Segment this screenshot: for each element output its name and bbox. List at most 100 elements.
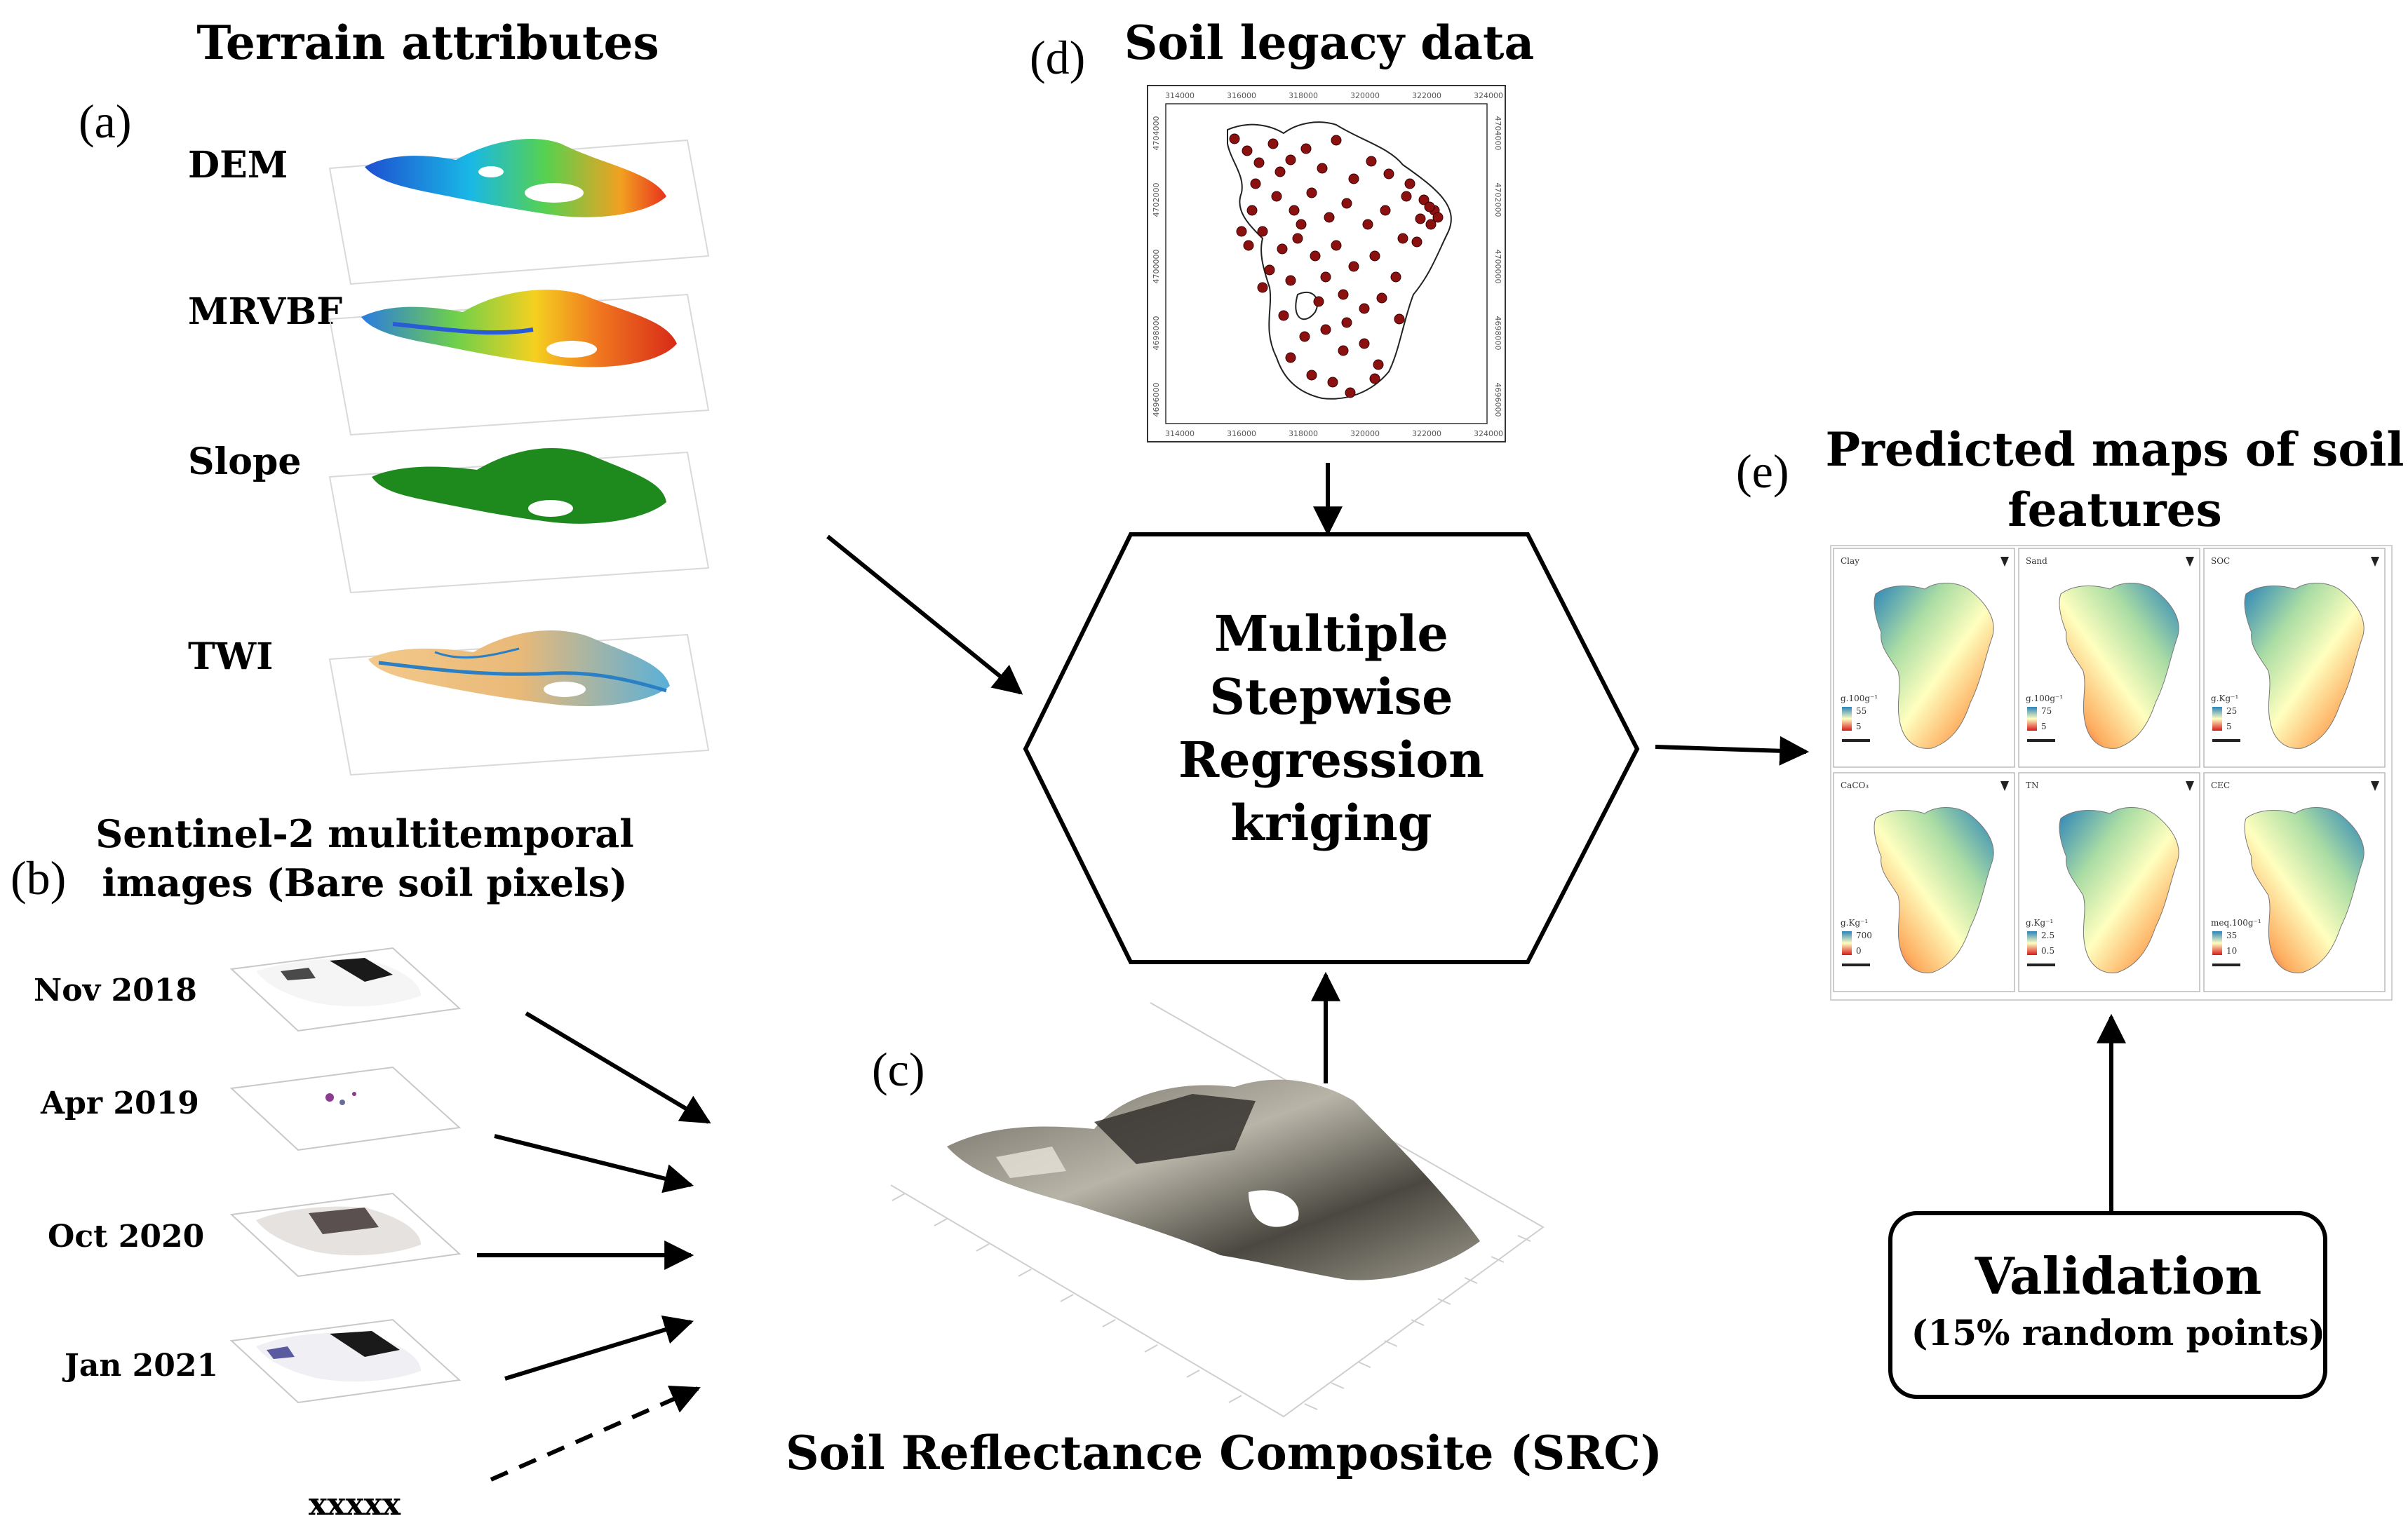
legacy-x-tick-top: 314000 bbox=[1165, 91, 1195, 100]
sample-point bbox=[1250, 178, 1261, 189]
sentinel-title-line1: Sentinel-2 multitemporal bbox=[95, 811, 634, 856]
panel-letter-d: (d) bbox=[1030, 31, 1085, 84]
legacy-x-tick-bottom: 314000 bbox=[1165, 429, 1195, 438]
model-hexagon-shape bbox=[1023, 532, 1640, 964]
legacy-x-tick-top: 320000 bbox=[1350, 91, 1380, 100]
predicted-maps-grid: Clayg.100g⁻¹555Sandg.100g⁻¹755SOCg.Kg⁻¹2… bbox=[1833, 548, 2386, 992]
validation-subtitle: (15% random points) bbox=[1911, 1312, 2325, 1353]
legacy-y-tick-left: 4702000 bbox=[1152, 183, 1161, 217]
sample-point bbox=[1359, 338, 1370, 349]
predicted-panel: Predicted maps of soil features (e) Clay… bbox=[1736, 422, 2404, 1213]
legacy-y-tick-right: 4696000 bbox=[1493, 383, 1502, 417]
scale-bar bbox=[2212, 964, 2240, 966]
src-axis-tick bbox=[1102, 1319, 1116, 1327]
sample-point bbox=[1345, 387, 1356, 398]
legacy-x-tick-bottom: 324000 bbox=[1474, 429, 1503, 438]
sample-point bbox=[1310, 250, 1321, 262]
src-axis-tick bbox=[1464, 1277, 1478, 1284]
predicted-map-legend-low: 5 bbox=[2041, 722, 2047, 731]
panel-letter-a: (a) bbox=[79, 95, 131, 148]
predicted-map-name: CaCO₃ bbox=[1841, 780, 1869, 790]
predicted-map-unit: g.Kg⁻¹ bbox=[2211, 694, 2238, 703]
scale-bar bbox=[1842, 964, 1870, 966]
predicted-title-line2: features bbox=[2007, 482, 2222, 537]
predicted-map-legend-high: 55 bbox=[1856, 706, 1866, 716]
sample-point bbox=[1338, 345, 1349, 356]
src-axis-tick bbox=[1060, 1294, 1074, 1302]
src-axis-tick bbox=[1304, 1403, 1318, 1410]
sample-point bbox=[1432, 212, 1444, 223]
image-jan-2021 bbox=[229, 1318, 462, 1404]
north-arrow-icon bbox=[2371, 557, 2379, 567]
predicted-map-legend-low: 5 bbox=[2226, 722, 2232, 731]
predicted-map-name: TN bbox=[2026, 780, 2039, 790]
sample-point bbox=[1320, 324, 1331, 335]
predicted-map-surface bbox=[2059, 583, 2179, 749]
model-text-line2: Stepwise bbox=[1209, 668, 1453, 726]
sample-point bbox=[1338, 289, 1349, 300]
predicted-map-unit: meq.100g⁻¹ bbox=[2211, 918, 2261, 928]
src-axis-ticks bbox=[892, 1193, 1531, 1410]
terrain-attributes-panel: Terrain attributes (a) DEM MRVBF Slope T… bbox=[79, 15, 710, 776]
src-axis-tick bbox=[1228, 1395, 1242, 1403]
src-composite-image bbox=[947, 1079, 1480, 1280]
slope-map bbox=[328, 448, 710, 594]
predicted-map-surface bbox=[2059, 807, 2179, 973]
mrvbf-map bbox=[328, 290, 710, 436]
model-text-line4: kriging bbox=[1230, 794, 1432, 852]
sample-point bbox=[1341, 317, 1352, 328]
layer-label-twi: TWI bbox=[188, 635, 273, 678]
sample-point bbox=[1369, 373, 1380, 384]
sample-point bbox=[1300, 143, 1312, 154]
sample-point bbox=[1313, 296, 1324, 307]
dem-map bbox=[328, 139, 710, 285]
legacy-x-tick-top: 318000 bbox=[1289, 91, 1318, 100]
src-axis-tick bbox=[1517, 1235, 1531, 1242]
predicted-map-legend-ramp bbox=[2212, 931, 2222, 955]
sample-point bbox=[1383, 168, 1394, 180]
sample-point bbox=[1285, 154, 1296, 165]
sample-point bbox=[1376, 292, 1387, 304]
arrow-model-to-predicted bbox=[1655, 736, 1810, 766]
predicted-map-name: Clay bbox=[1841, 556, 1859, 566]
sample-point bbox=[1264, 264, 1275, 276]
date-label-apr-2019: Apr 2019 bbox=[40, 1086, 199, 1121]
sample-point bbox=[1401, 191, 1412, 202]
sample-point bbox=[1394, 313, 1405, 325]
sample-point bbox=[1257, 226, 1268, 237]
layer-label-slope: Slope bbox=[188, 440, 301, 483]
arrow-terrain-to-model bbox=[826, 534, 1023, 695]
legacy-y-tick-right: 4702000 bbox=[1493, 183, 1502, 217]
arrow-apr-2019 bbox=[494, 1134, 694, 1194]
panel-letter-e: (e) bbox=[1736, 445, 1789, 498]
predicted-map-legend-high: 25 bbox=[2226, 706, 2237, 716]
predicted-map-name: CEC bbox=[2211, 780, 2230, 790]
src-axis-tick bbox=[1384, 1340, 1398, 1347]
legacy-y-tick-right: 4698000 bbox=[1493, 316, 1502, 351]
north-arrow-icon bbox=[2186, 781, 2194, 791]
panel-letter-b: (b) bbox=[11, 851, 66, 905]
sample-point bbox=[1285, 275, 1296, 286]
predicted-map-surface bbox=[2244, 807, 2365, 973]
sample-point bbox=[1348, 261, 1359, 272]
src-axis-tick bbox=[1018, 1269, 1032, 1277]
date-label-jan-2021: Jan 2021 bbox=[62, 1348, 218, 1384]
model-text-line1: Multiple bbox=[1214, 604, 1448, 663]
sample-point bbox=[1285, 352, 1296, 363]
legacy-x-tick-bottom: 316000 bbox=[1227, 429, 1256, 438]
predicted-map-legend-ramp bbox=[2027, 707, 2037, 731]
sample-point bbox=[1359, 303, 1370, 314]
sample-point bbox=[1243, 240, 1254, 251]
sentinel-title-line2: images (Bare soil pixels) bbox=[102, 860, 627, 905]
legacy-x-tick-top: 324000 bbox=[1474, 91, 1503, 100]
scale-bar bbox=[1842, 739, 1870, 742]
predicted-map-name: Sand bbox=[2026, 556, 2047, 566]
arrow-future-dates-dashed bbox=[490, 1386, 701, 1482]
sample-point bbox=[1362, 219, 1373, 230]
sample-point bbox=[1324, 212, 1335, 223]
sample-point bbox=[1404, 178, 1415, 189]
legacy-x-tick-bottom: 322000 bbox=[1412, 429, 1441, 438]
